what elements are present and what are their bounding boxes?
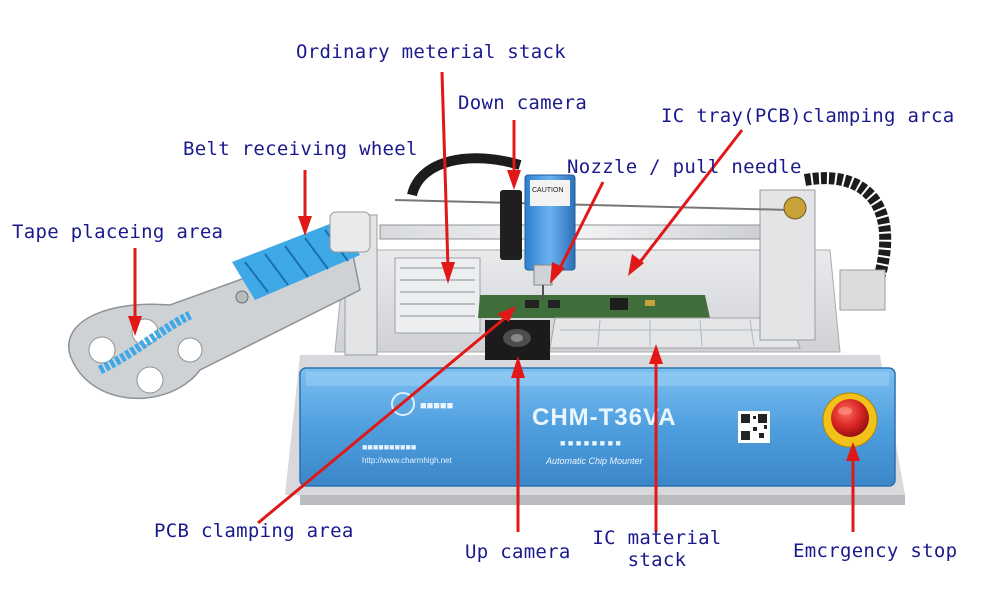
arrow-pcb-clamping-area xyxy=(257,306,516,525)
front-panel: ■■■■■ ■■■■■■■■■■ http://www.charmhigh.ne… xyxy=(299,367,896,487)
belt-receiving-wheel xyxy=(232,211,371,300)
ic-tray xyxy=(549,317,801,349)
brand-logo-icon xyxy=(391,392,415,416)
caution-sticker: CAUTION xyxy=(532,187,564,194)
machine-subtitle: Automatic Chip Mounter xyxy=(545,456,644,466)
label-ordinary-material-stack: Ordinary meterial stack xyxy=(296,41,566,63)
arrow-down-camera xyxy=(507,120,521,190)
label-up-camera: Up camera xyxy=(465,541,571,563)
label-belt-receiving-wheel: Belt receiving wheel xyxy=(183,138,418,160)
arrow-ordinary-material-stack xyxy=(440,71,455,284)
placement-head: CAUTION xyxy=(500,174,576,300)
label-emergency-stop: Emcrgency stop xyxy=(793,540,958,562)
label-ic-material-stack: IC material stack xyxy=(592,527,722,572)
callout-arrows xyxy=(128,71,860,532)
arrow-belt-receiving-wheel xyxy=(298,170,312,236)
arrow-up-camera xyxy=(511,356,525,532)
svg-text:■■■■■: ■■■■■ xyxy=(420,400,453,412)
tape-strip xyxy=(97,310,193,375)
svg-text:■ ■ ■ ■ ■ ■ ■ ■: ■ ■ ■ ■ ■ ■ ■ ■ xyxy=(560,438,621,448)
arrow-emergency-stop xyxy=(846,442,860,532)
machine-model: CHM-T36VA xyxy=(532,404,677,431)
label-nozzle: Nozzle / pull needle xyxy=(567,156,802,178)
arrow-tape-placing-area xyxy=(128,248,142,336)
pcb-board xyxy=(478,295,710,318)
ordinary-material-stack xyxy=(394,257,481,334)
label-ic-material-stack-line2: stack xyxy=(627,548,687,571)
label-pcb-clamping-area: PCB clamping area xyxy=(154,520,354,542)
arrow-ic-material-stack xyxy=(649,344,663,532)
label-down-camera: Down camera xyxy=(458,92,588,114)
qr-code-icon xyxy=(738,411,770,443)
work-bed xyxy=(334,249,841,360)
label-ic-tray-clamping-area: IC tray(PCB)clamping arca xyxy=(661,105,955,127)
emergency-stop-button[interactable] xyxy=(822,392,878,448)
arrow-ic-tray-clamping xyxy=(628,129,744,276)
label-ic-material-stack-line1: IC material xyxy=(592,527,722,549)
svg-text:■■■■■■■■■■: ■■■■■■■■■■ xyxy=(362,442,416,452)
arrow-nozzle xyxy=(550,181,605,284)
label-tape-placing-area: Tape placeing area xyxy=(12,221,224,243)
machine-url: http://www.charmhigh.net xyxy=(362,456,453,465)
